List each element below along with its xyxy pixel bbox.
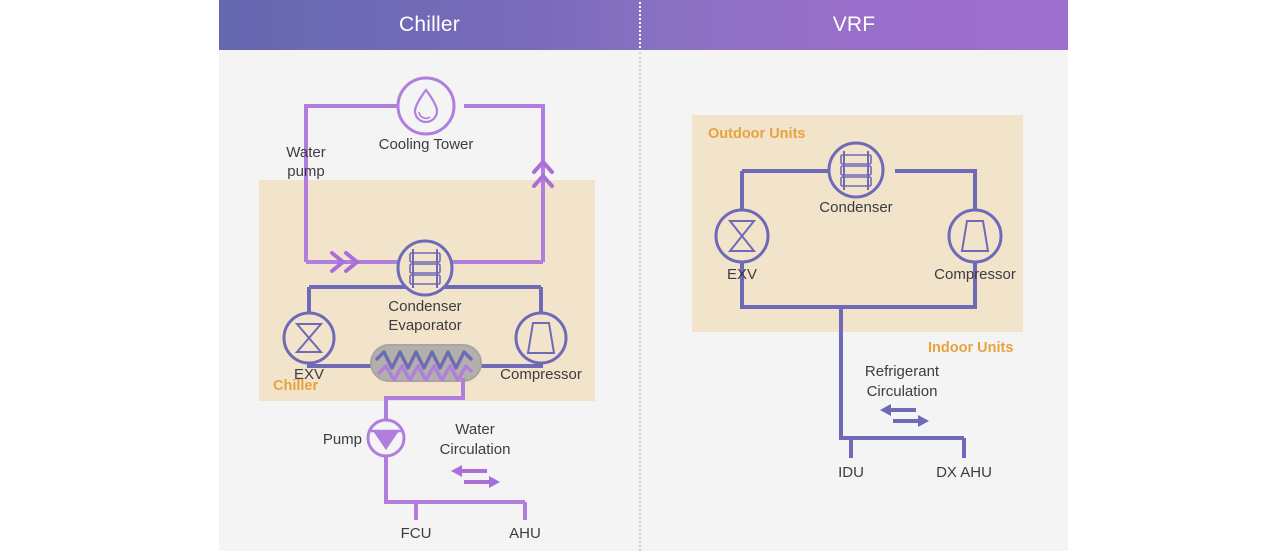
comparison-panel: Chiller VRF bbox=[219, 0, 1068, 551]
pump-triangle-icon bbox=[373, 431, 399, 450]
condenser-node-vrf[interactable] bbox=[827, 141, 885, 199]
label-cooling-tower: Cooling Tower bbox=[379, 136, 474, 153]
label-evaporator: Evaporator bbox=[388, 317, 461, 334]
hourglass-valve-icon bbox=[294, 323, 324, 353]
trapezoid-icon bbox=[526, 322, 556, 354]
hourglass-valve-icon-vrf bbox=[727, 220, 757, 252]
hvac-diagram: Cooling Tower Water pump Condenser E bbox=[259, 76, 1023, 542]
water-circulation-arrows bbox=[451, 465, 500, 488]
evaporator-refrigerant-zigzag bbox=[374, 350, 474, 370]
water-drop-highlight-icon bbox=[418, 111, 431, 120]
condenser-node-chiller[interactable] bbox=[396, 239, 454, 297]
label-compressor-chiller: Compressor bbox=[500, 366, 582, 383]
label-idu: IDU bbox=[838, 464, 864, 481]
label-indoor-units: Indoor Units bbox=[928, 340, 1013, 356]
water-line-tower-to-condenser bbox=[464, 104, 545, 262]
label-exv-vrf: EXV bbox=[727, 266, 757, 283]
vrf-line-condenser-to-compressor bbox=[895, 169, 977, 212]
compressor-node-vrf[interactable] bbox=[947, 208, 1003, 264]
water-flow-arrows-up bbox=[532, 159, 554, 188]
label-fcu: FCU bbox=[401, 525, 432, 542]
compressor-node-chiller[interactable] bbox=[514, 311, 568, 365]
label-refrigerant-circulation-line2: Circulation bbox=[867, 383, 938, 400]
cooling-tower-node[interactable] bbox=[396, 76, 456, 136]
label-water-circulation-line2: Circulation bbox=[440, 441, 511, 458]
label-chiller-box: Chiller bbox=[273, 378, 318, 394]
coil-icon bbox=[409, 249, 441, 288]
label-outdoor-units: Outdoor Units bbox=[708, 126, 805, 142]
label-condenser-chiller: Condenser bbox=[388, 298, 461, 315]
water-flow-arrows-right bbox=[330, 251, 361, 273]
evaporator-water-zigzag bbox=[376, 364, 474, 382]
coil-icon-vrf bbox=[840, 151, 872, 190]
vrf-line-to-indoor bbox=[839, 307, 964, 440]
label-exv-chiller: EXV bbox=[294, 366, 324, 383]
label-refrigerant-circulation-line1: Refrigerant bbox=[865, 363, 940, 380]
label-condenser-vrf: Condenser bbox=[819, 199, 892, 216]
trapezoid-icon-vrf bbox=[960, 220, 990, 252]
label-water-circulation-line1: Water bbox=[455, 421, 494, 438]
label-ahu: AHU bbox=[509, 525, 541, 542]
tab-chiller[interactable]: Chiller bbox=[399, 13, 460, 36]
label-dx-ahu: DX AHU bbox=[936, 464, 992, 481]
tab-vrf[interactable]: VRF bbox=[832, 13, 876, 36]
refrigerant-circulation-arrows bbox=[880, 404, 929, 427]
header-divider bbox=[639, 2, 641, 48]
water-line-pump-to-terminals bbox=[384, 450, 525, 504]
label-compressor-vrf: Compressor bbox=[934, 266, 1016, 283]
vrf-line-bottom bbox=[740, 261, 977, 309]
header-bar: Chiller VRF bbox=[219, 0, 1068, 50]
body-divider bbox=[639, 52, 641, 551]
water-drop-icon bbox=[413, 88, 439, 124]
label-pump: Pump bbox=[323, 431, 362, 448]
label-water-pump-line1: Water bbox=[286, 144, 325, 161]
label-water-pump-line2: pump bbox=[287, 163, 325, 180]
water-line-pump-to-tower bbox=[304, 104, 405, 262]
water-line-evaporator-out bbox=[384, 378, 465, 427]
